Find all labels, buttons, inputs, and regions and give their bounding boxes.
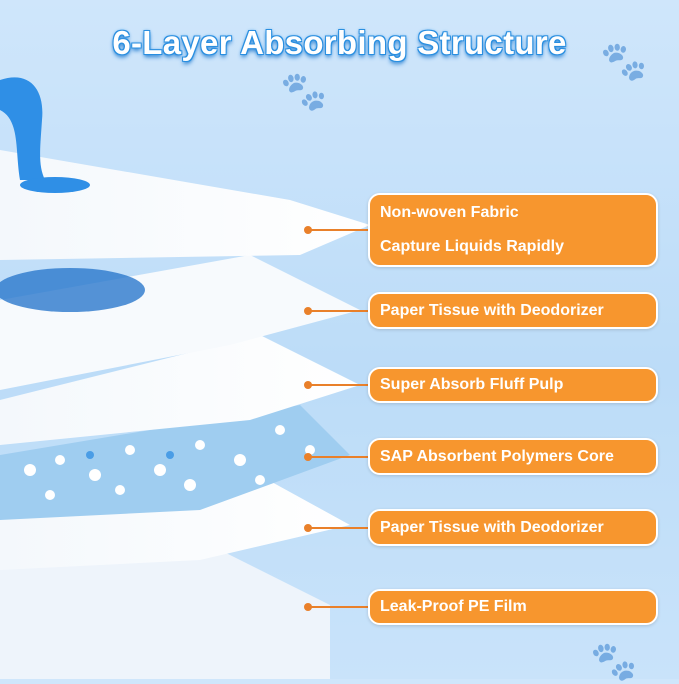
layer-name: Non-woven Fabric xyxy=(380,204,519,221)
connector-line xyxy=(304,226,370,234)
layer-name: Super Absorb Fluff Pulp xyxy=(380,376,564,393)
layer-name: Paper Tissue with Deodorizer xyxy=(380,518,604,536)
paw-print-icon: 🐾 xyxy=(280,71,328,113)
layer-label-paper-tissue-top: Paper Tissue with Deodorizer xyxy=(368,292,658,329)
layer-name: Paper Tissue with Deodorizer xyxy=(380,301,604,319)
sap-beads xyxy=(24,425,315,500)
layer-label-paper-tissue-bottom: Paper Tissue with Deodorizer xyxy=(368,509,658,546)
page-title: 6-Layer Absorbing Structure xyxy=(112,24,567,61)
layer-sap-core xyxy=(0,405,350,520)
connector-line xyxy=(304,453,370,461)
layer-non-woven-fabric xyxy=(0,150,370,260)
connector-line xyxy=(304,603,370,611)
layer-label-pe-film: Leak-Proof PE Film xyxy=(368,589,658,625)
liquid-stream xyxy=(0,77,45,180)
layer-name: Leak-Proof PE Film xyxy=(380,598,527,615)
connector-line xyxy=(304,307,370,315)
layer-label-fluff-pulp: Super Absorb Fluff Pulp xyxy=(368,367,658,403)
layer-label-non-woven-fabric: Non-woven Fabric Capture Liquids Rapidly xyxy=(368,193,658,267)
paw-print-icon: 🐾 xyxy=(600,41,648,83)
connector-line xyxy=(304,381,370,389)
layer-name: SAP Absorbent Polymers Core xyxy=(380,447,614,465)
layer-fluff-pulp xyxy=(0,335,360,445)
paw-print-icon: 🐾 xyxy=(590,641,638,683)
layer-description: Capture Liquids Rapidly xyxy=(380,238,565,255)
connector-line xyxy=(304,524,370,532)
layer-pe-film xyxy=(0,530,330,679)
layer-label-sap-core: SAP Absorbent Polymers Core xyxy=(368,438,658,475)
